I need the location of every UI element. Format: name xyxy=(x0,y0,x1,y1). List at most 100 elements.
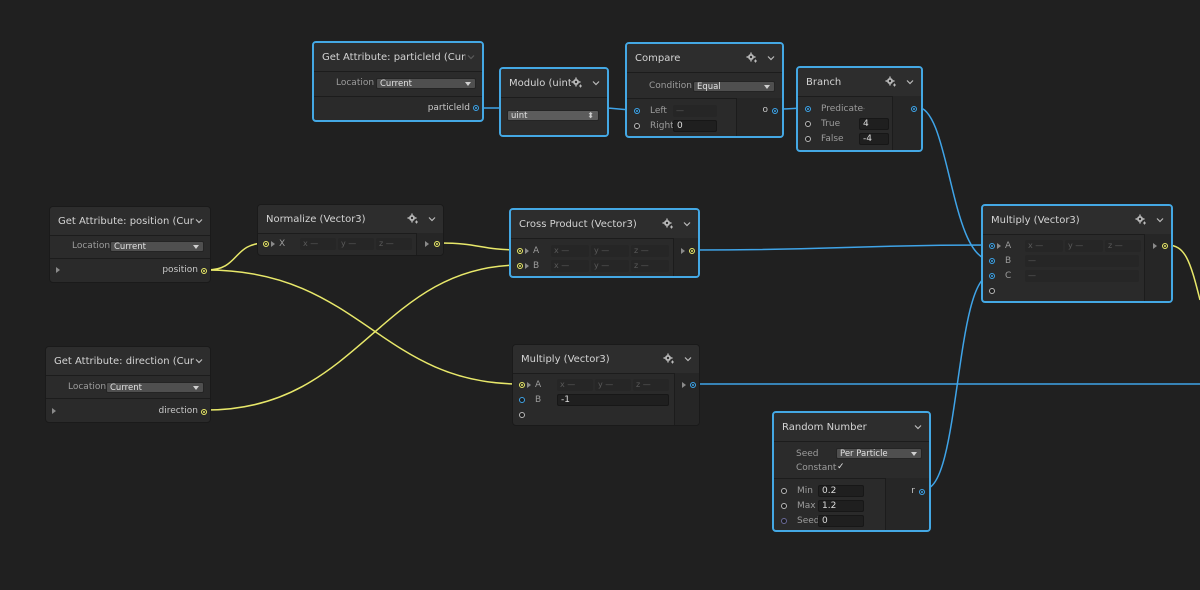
node-compare[interactable]: Compare Condition Equal Left — Right 0 o xyxy=(625,42,784,138)
b-z-field: z — xyxy=(631,260,669,272)
dropdown-arrow-icon xyxy=(465,82,471,86)
b-port[interactable] xyxy=(519,397,525,403)
output-port[interactable] xyxy=(1162,243,1168,249)
output-port[interactable] xyxy=(473,105,479,111)
output-port[interactable] xyxy=(690,382,696,388)
right-field[interactable]: 0 xyxy=(673,120,717,132)
false-field[interactable]: -4 xyxy=(859,133,889,145)
node-header[interactable]: Multiply (Vector3) xyxy=(513,345,699,374)
node-header[interactable]: Modulo (uint) xyxy=(501,69,607,98)
chevron-down-icon[interactable] xyxy=(591,78,601,88)
max-port[interactable] xyxy=(781,503,787,509)
expand-triangle-icon[interactable] xyxy=(425,241,429,247)
output-port[interactable] xyxy=(201,268,207,274)
b-port[interactable] xyxy=(517,263,523,269)
right-label: Right xyxy=(650,121,674,131)
output-port[interactable] xyxy=(434,241,440,247)
condition-dropdown[interactable]: Equal xyxy=(693,81,775,92)
location-dropdown[interactable]: Current xyxy=(110,241,204,252)
node-branch[interactable]: Branch Predicate – True 4 False -4 xyxy=(796,66,923,152)
gear-icon[interactable] xyxy=(746,52,758,64)
node-header[interactable]: Cross Product (Vector3) xyxy=(511,210,698,239)
a-y-field: y — xyxy=(595,379,631,391)
expand-triangle-icon[interactable] xyxy=(525,263,529,269)
chevron-down-icon[interactable] xyxy=(194,216,204,226)
node-header[interactable]: Random Number xyxy=(774,413,929,442)
node-header[interactable]: Branch xyxy=(798,68,921,97)
expand-triangle-icon[interactable] xyxy=(682,382,686,388)
location-dropdown[interactable]: Current xyxy=(376,78,476,89)
constant-checkbox[interactable]: ✓ xyxy=(837,462,845,472)
gear-icon[interactable] xyxy=(663,353,675,365)
gear-icon[interactable] xyxy=(662,218,674,230)
output-port[interactable] xyxy=(201,409,207,415)
right-port[interactable] xyxy=(634,123,640,129)
output-port[interactable] xyxy=(919,489,925,495)
output-port[interactable] xyxy=(772,108,778,114)
false-port[interactable] xyxy=(805,136,811,142)
type-dropdown[interactable]: uint⬍ xyxy=(507,110,599,121)
node-header[interactable]: Get Attribute: direction (Current) xyxy=(46,347,210,376)
gear-icon[interactable] xyxy=(1135,214,1147,226)
seed-dropdown[interactable]: Per Particle xyxy=(836,448,922,459)
node-get-position[interactable]: Get Attribute: position (Current) Locati… xyxy=(49,206,211,283)
node-cross-product[interactable]: Cross Product (Vector3) A x — y — z — B … xyxy=(509,208,700,278)
chevron-down-icon[interactable] xyxy=(766,53,776,63)
a-z-field: z — xyxy=(631,245,669,257)
a-port[interactable] xyxy=(989,243,995,249)
expand-triangle-icon[interactable] xyxy=(525,248,529,254)
gear-icon[interactable] xyxy=(407,213,419,225)
node-header[interactable]: Multiply (Vector3) xyxy=(983,206,1171,235)
chevron-down-icon[interactable] xyxy=(466,52,476,62)
chevron-down-icon[interactable] xyxy=(905,77,915,87)
expand-triangle-icon[interactable] xyxy=(56,267,60,273)
predicate-port[interactable] xyxy=(805,106,811,112)
c-port[interactable] xyxy=(989,273,995,279)
chevron-down-icon[interactable] xyxy=(427,214,437,224)
node-header[interactable]: Get Attribute: position (Current) xyxy=(50,207,210,236)
a-label: A xyxy=(535,380,542,390)
b-port[interactable] xyxy=(989,258,995,264)
true-port[interactable] xyxy=(805,121,811,127)
node-normalize[interactable]: Normalize (Vector3) X x — y — z — xyxy=(257,204,444,256)
chevron-down-icon[interactable] xyxy=(913,422,923,432)
gear-icon[interactable] xyxy=(571,77,583,89)
a-port[interactable] xyxy=(517,248,523,254)
node-header[interactable]: Compare xyxy=(627,44,782,73)
chevron-down-icon[interactable] xyxy=(683,354,693,364)
true-field[interactable]: 4 xyxy=(859,118,889,130)
node-random-number[interactable]: Random Number Seed Per Particle Constant… xyxy=(772,411,931,532)
node-header[interactable]: Normalize (Vector3) xyxy=(258,205,443,234)
seed-port[interactable] xyxy=(781,518,787,524)
x-input-port[interactable] xyxy=(263,241,269,247)
max-field[interactable]: 1.2 xyxy=(818,500,864,512)
node-get-particle-id[interactable]: Get Attribute: particleId (Current) Loca… xyxy=(312,41,484,122)
a-port[interactable] xyxy=(519,382,525,388)
node-multiply-mid[interactable]: Multiply (Vector3) A x — y — z — B -1 xyxy=(512,344,700,426)
chevron-down-icon[interactable] xyxy=(194,356,204,366)
expand-triangle-icon[interactable] xyxy=(527,382,531,388)
chevron-down-icon[interactable] xyxy=(1155,215,1165,225)
seed-field[interactable]: 0 xyxy=(818,515,864,527)
gear-icon[interactable] xyxy=(885,76,897,88)
min-port[interactable] xyxy=(781,488,787,494)
min-field[interactable]: 0.2 xyxy=(818,485,864,497)
node-multiply-right[interactable]: Multiply (Vector3) A x — y — z — B — C — xyxy=(981,204,1173,303)
expand-triangle-icon[interactable] xyxy=(52,408,56,414)
b-field[interactable]: -1 xyxy=(557,394,669,406)
node-header[interactable]: Get Attribute: particleId (Current) xyxy=(314,43,482,72)
expand-triangle-icon[interactable] xyxy=(271,241,275,247)
expand-triangle-icon[interactable] xyxy=(997,243,1001,249)
add-input-port[interactable] xyxy=(989,288,995,294)
output-port[interactable] xyxy=(689,248,695,254)
node-modulo[interactable]: Modulo (uint) uint⬍ xyxy=(499,67,609,137)
location-dropdown[interactable]: Current xyxy=(106,382,204,393)
expand-triangle-icon[interactable] xyxy=(1153,243,1157,249)
expand-triangle-icon[interactable] xyxy=(681,248,685,254)
chevron-down-icon[interactable] xyxy=(682,219,692,229)
add-input-port[interactable] xyxy=(519,412,525,418)
output-port[interactable] xyxy=(911,106,917,112)
node-get-direction[interactable]: Get Attribute: direction (Current) Locat… xyxy=(45,346,211,423)
left-port[interactable] xyxy=(634,108,640,114)
